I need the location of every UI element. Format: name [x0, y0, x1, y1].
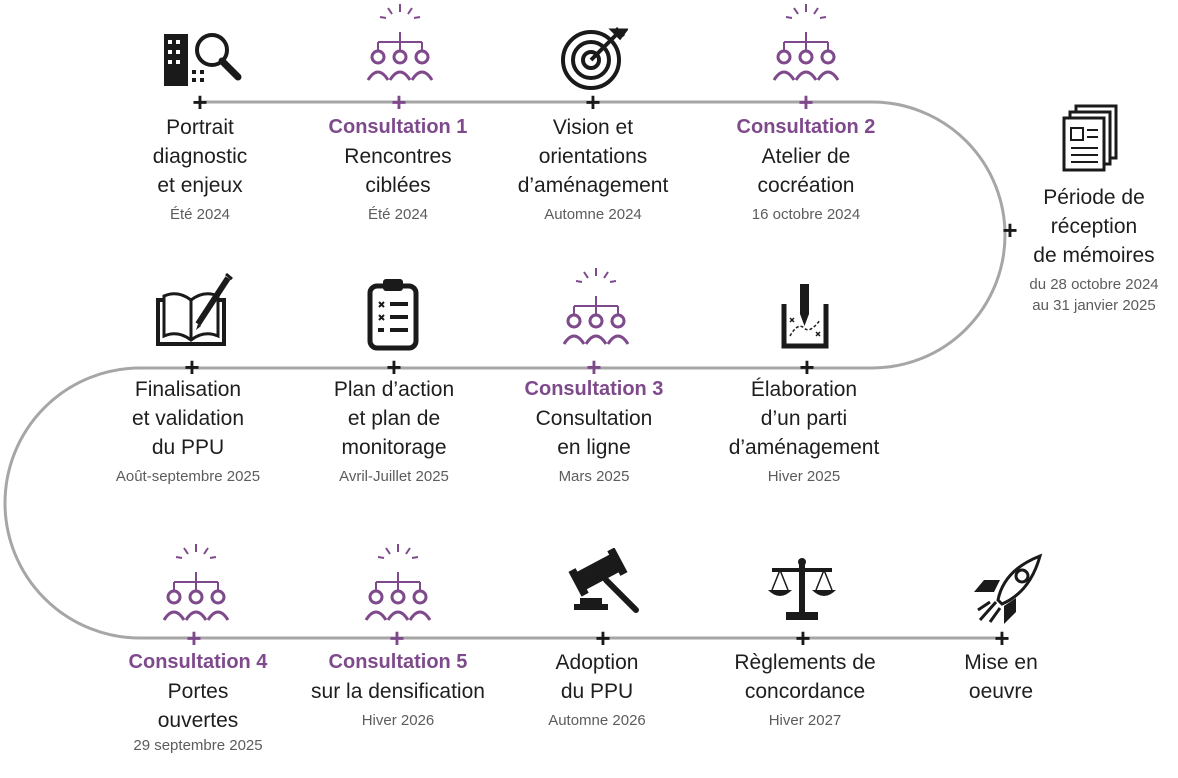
step-date: 16 octobre 2024: [751, 206, 861, 223]
step-reglements-concordance: Règlements de concordance Hiver 2027: [685, 648, 925, 731]
step-date: Automne 2024: [544, 206, 642, 223]
step-reception-memoires: Période de réception de mémoires du 28 o…: [1010, 183, 1178, 316]
step-label: Période de réception de mémoires: [1033, 186, 1155, 267]
milestone-marker: +: [186, 623, 202, 653]
milestone-marker: +: [595, 623, 611, 653]
step-label: Mise en oeuvre: [964, 651, 1038, 703]
book-pencil-icon: [156, 272, 233, 346]
building-magnifier-icon: [164, 33, 242, 86]
milestone-marker: +: [585, 87, 601, 117]
consultation-label: Consultation 4: [128, 651, 268, 673]
step-finalisation-validation: Finalisation et validation du PPU Août-s…: [68, 375, 308, 487]
step-label: Portrait diagnostic et enjeux: [152, 116, 248, 197]
step-date: Avril-Juillet 2025: [339, 468, 449, 485]
group-people-icon: [364, 544, 432, 621]
step-consultation-4: Consultation 4 Portes ouvertes 29 septem…: [78, 648, 318, 756]
step-date: Été 2024: [367, 206, 429, 223]
group-people-icon: [366, 4, 434, 81]
milestone-marker: +: [386, 352, 402, 382]
group-people-icon: [562, 268, 630, 345]
milestone-marker: +: [994, 623, 1010, 653]
step-label: Vision et orientations d’aménagement: [517, 116, 669, 197]
milestone-marker: +: [799, 352, 815, 382]
milestone-marker: +: [586, 352, 602, 382]
milestone-marker: +: [795, 623, 811, 653]
step-label: Élaboration d’un parti d’aménagement: [728, 378, 880, 459]
step-date: Automne 2026: [548, 712, 646, 729]
rocket-icon: [974, 553, 1043, 624]
step-date: Hiver 2027: [768, 712, 842, 729]
milestone-marker: +: [184, 352, 200, 382]
step-date: du 28 octobre 2024 au 31 janvier 2025: [1029, 276, 1159, 314]
step-label: sur la densification: [311, 680, 485, 703]
step-mise-en-oeuvre: Mise en oeuvre: [931, 648, 1071, 706]
documents-icon: [1062, 104, 1118, 172]
step-date: 29 septembre 2025: [133, 737, 263, 754]
step-date: Mars 2025: [558, 468, 630, 485]
clipboard-checklist-icon: [367, 279, 419, 351]
step-date: Hiver 2025: [767, 468, 841, 485]
step-label: Atelier de cocréation: [757, 145, 855, 197]
consultation-label: Consultation 2: [736, 116, 876, 138]
target-icon: [561, 26, 628, 90]
step-label: Consultation en ligne: [535, 407, 653, 459]
milestone-marker: +: [798, 87, 814, 117]
consultation-label: Consultation 1: [328, 116, 468, 138]
step-label: Finalisation et validation du PPU: [131, 378, 245, 459]
step-adoption-ppu: Adoption du PPU Automne 2026: [477, 648, 717, 731]
milestone-marker: +: [389, 623, 405, 653]
milestone-marker: +: [1002, 215, 1018, 245]
step-date: Été 2024: [169, 206, 231, 223]
consultation-label: Consultation 3: [524, 378, 664, 400]
step-date: Hiver 2026: [361, 712, 435, 729]
step-label: Plan d’action et plan de monitorage: [333, 378, 455, 459]
step-date: Août-septembre 2025: [115, 468, 261, 485]
step-label: Rencontres ciblées: [344, 145, 452, 197]
scales-icon: [768, 558, 836, 620]
milestone-marker: +: [391, 87, 407, 117]
step-elaboration-parti: Élaboration d’un parti d’aménagement Hiv…: [684, 375, 924, 487]
gavel-icon: [568, 548, 639, 613]
step-consultation-3: Consultation 3 Consultation en ligne Mar…: [474, 375, 714, 487]
step-label: Portes ouvertes: [157, 680, 239, 732]
step-plan-action: Plan d’action et plan de monitorage Avri…: [274, 375, 514, 487]
group-people-icon: [162, 544, 230, 621]
group-people-icon: [772, 4, 840, 81]
step-label: Adoption du PPU: [555, 651, 639, 703]
consultation-label: Consultation 5: [328, 651, 468, 673]
step-vision-orientations: Vision et orientations d’aménagement Aut…: [473, 113, 713, 225]
step-consultation-5: Consultation 5 sur la densification Hive…: [278, 648, 518, 731]
step-portrait-diagnostic: Portrait diagnostic et enjeux Été 2024: [80, 113, 320, 225]
step-consultation-1: Consultation 1 Rencontres ciblées Été 20…: [278, 113, 518, 225]
step-label: Règlements de concordance: [734, 651, 876, 703]
drafting-tool-icon: [781, 284, 829, 349]
milestone-marker: +: [192, 87, 208, 117]
step-consultation-2: Consultation 2 Atelier de cocréation 16 …: [686, 113, 926, 225]
timeline-path: [3, 100, 1007, 640]
